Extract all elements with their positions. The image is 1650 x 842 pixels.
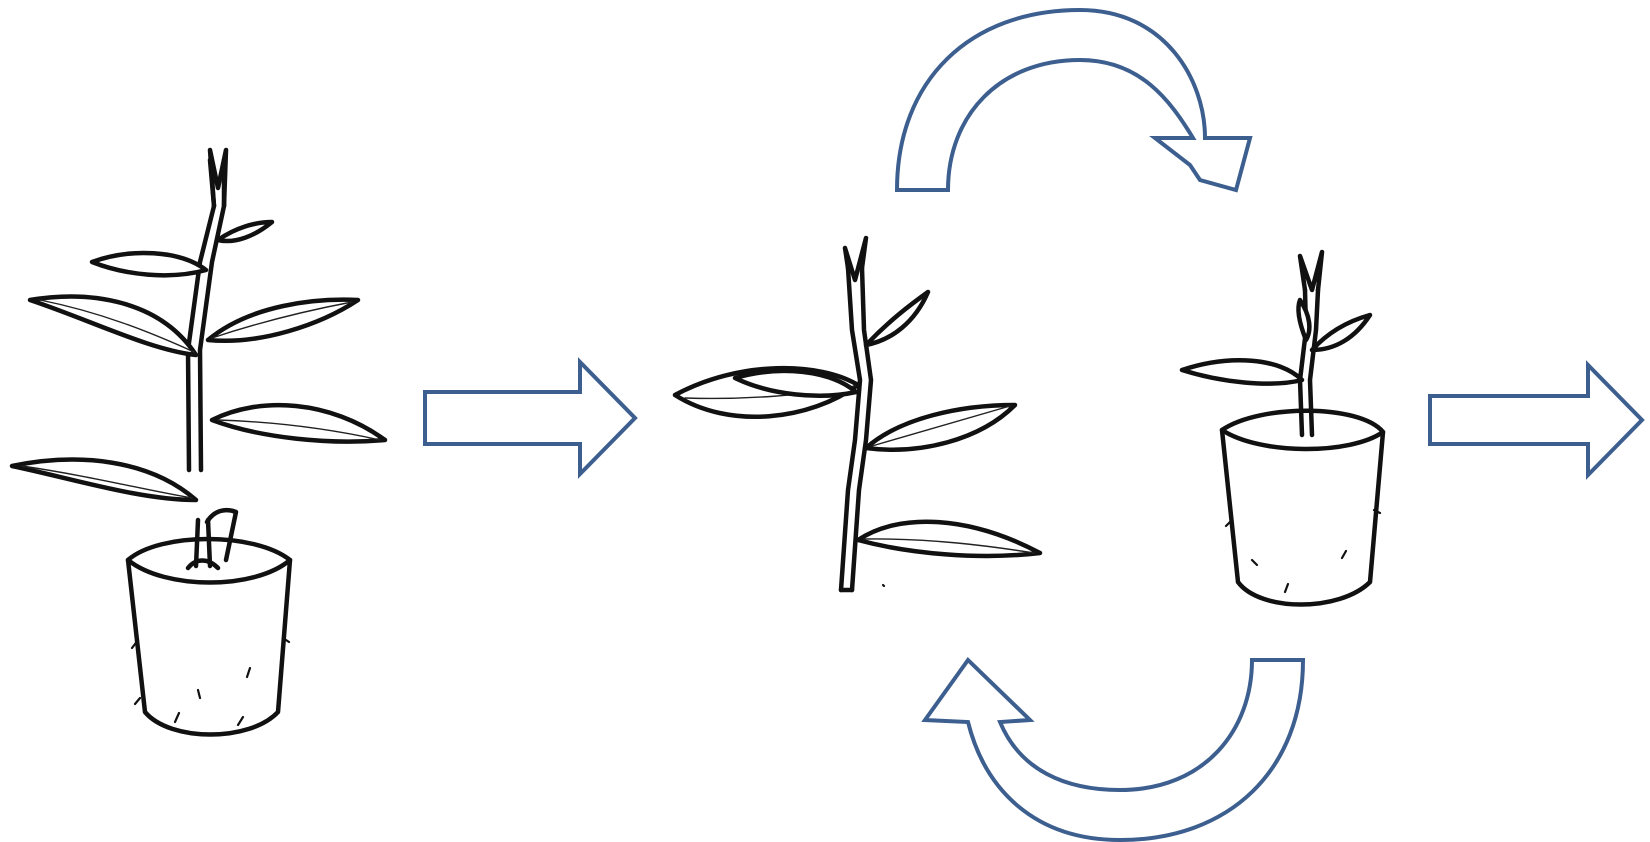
leaf-icon <box>863 402 1018 452</box>
leaf-icon <box>215 219 275 244</box>
curved-arrow-bottom-icon <box>921 656 1306 842</box>
arrow-right-icon <box>423 357 638 479</box>
leaf-icon <box>89 250 209 278</box>
cutting <box>672 235 1043 593</box>
leaf-icon <box>27 294 199 358</box>
plug-pot-icon <box>1219 408 1386 607</box>
curved-arrow-top-icon <box>894 7 1253 193</box>
arrow-right-icon <box>1428 360 1645 480</box>
leaf-icon <box>863 289 931 348</box>
leaf-icon <box>205 297 361 343</box>
leaf-icon <box>1309 312 1373 353</box>
plug-pot-icon <box>125 536 293 737</box>
leaf-icon <box>1296 297 1312 343</box>
stock-plant-in-plug <box>9 147 388 737</box>
rooted-cutting-in-plug <box>1179 249 1386 607</box>
leaf-icon <box>732 368 859 398</box>
leaf-icon <box>1179 358 1305 386</box>
